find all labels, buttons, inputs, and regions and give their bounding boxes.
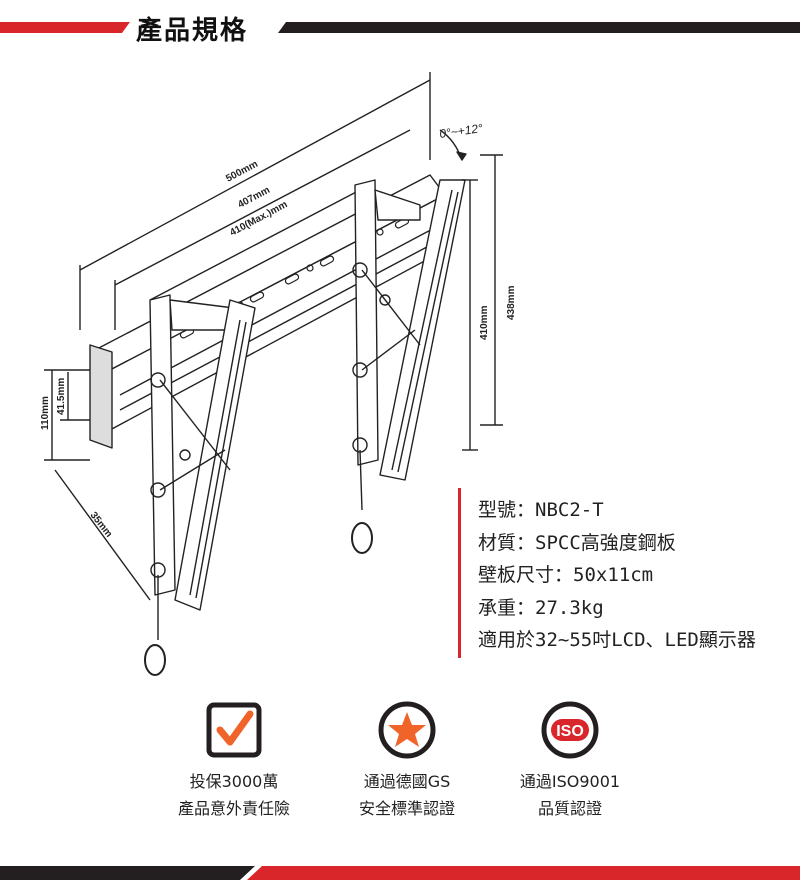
spec-load: 承重：27.3kg bbox=[478, 596, 604, 619]
checkmark-icon bbox=[206, 702, 262, 758]
wall-mount-diagram: 500mm 407mm 410(Max.)mm 410mm 438mm 110m… bbox=[40, 72, 517, 676]
spec-divider bbox=[458, 488, 461, 658]
badge-insurance-line2: 產品意外責任險 bbox=[177, 799, 290, 818]
footer-bar bbox=[0, 866, 800, 880]
star-icon bbox=[378, 701, 436, 759]
page-title: 產品規格 bbox=[136, 16, 249, 46]
spec-plate-size: 壁板尺寸：50x11cm bbox=[478, 564, 654, 586]
badge-iso-line2: 品質認證 bbox=[537, 799, 602, 818]
dim-41-5-label: 41.5mm bbox=[56, 378, 67, 415]
header-bar bbox=[0, 22, 800, 33]
dim-407-label: 407mm bbox=[236, 185, 272, 211]
dim-410-label: 410mm bbox=[479, 305, 490, 340]
dim-438-label: 438mm bbox=[506, 285, 517, 320]
iso-icon: ISO bbox=[541, 701, 599, 759]
spec-fit: 適用於32~55吋LCD、LED顯示器 bbox=[478, 629, 756, 651]
badge-iso-line1: 通過ISO9001 bbox=[519, 772, 621, 791]
badge-gs-line2: 安全標準認證 bbox=[358, 799, 455, 818]
badge-gs: 通過德國GS 安全標準認證 bbox=[307, 700, 507, 822]
badge-iso: ISO 通過ISO9001 品質認證 bbox=[470, 700, 670, 822]
tilt-angle-label: 0°~+12° bbox=[438, 121, 483, 141]
badge-insurance: 投保3000萬 產品意外責任險 bbox=[134, 700, 334, 822]
badge-insurance-line1: 投保3000萬 bbox=[189, 772, 279, 791]
dim-35-label: 35mm bbox=[88, 510, 115, 540]
iso-icon-text: ISO bbox=[556, 723, 584, 740]
dim-110-label: 110mm bbox=[40, 396, 51, 430]
spec-material: 材質：SPCC高強度鋼板 bbox=[478, 531, 676, 554]
spec-list: 型號：NBC2-T 材質：SPCC高強度鋼板 壁板尺寸：50x11cm 承重：2… bbox=[478, 494, 756, 657]
spec-model: 型號：NBC2-T bbox=[478, 499, 604, 521]
dim-500-label: 500mm bbox=[224, 159, 260, 185]
badge-gs-line1: 通過德國GS bbox=[363, 772, 451, 791]
